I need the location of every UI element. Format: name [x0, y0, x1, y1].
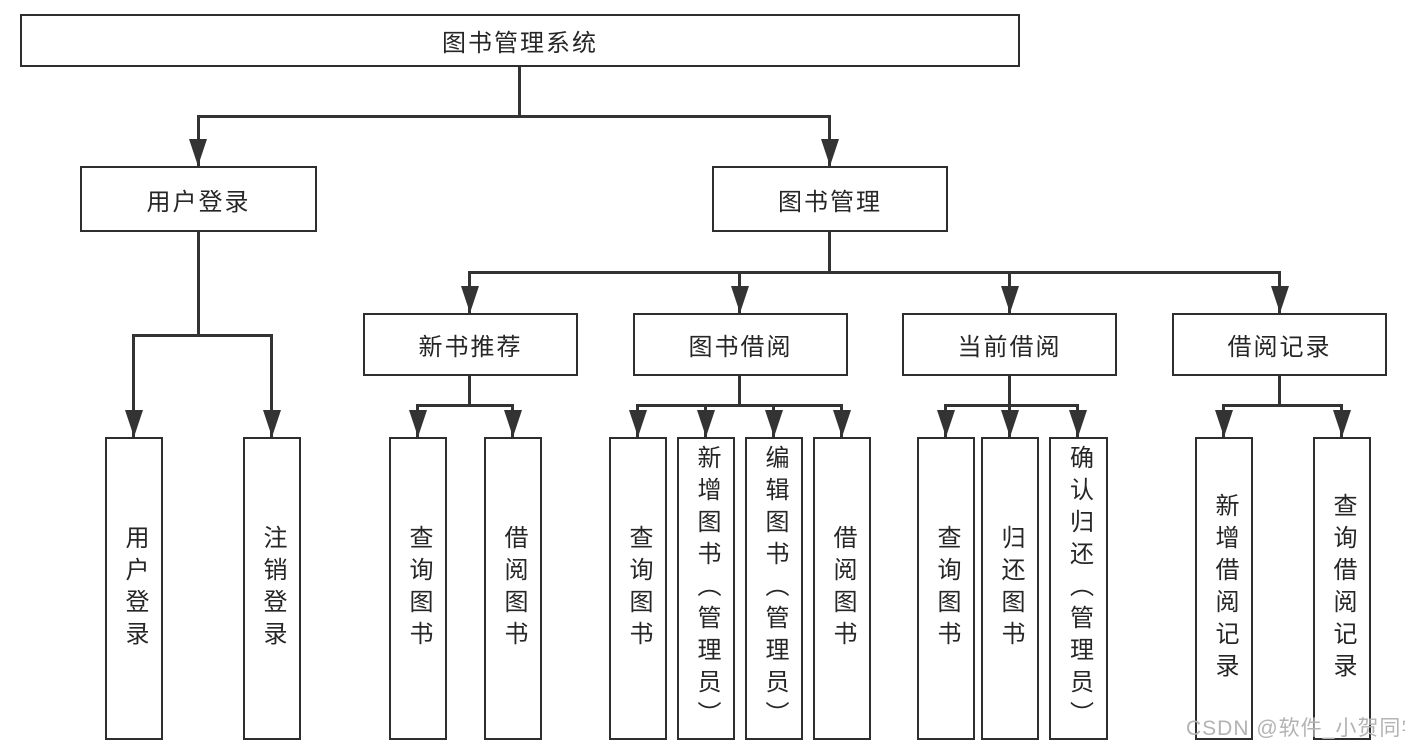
node-leaf-logout: 注销登录 — [243, 437, 301, 740]
arrow-down-icon — [1271, 286, 1289, 313]
arrow-down-icon — [461, 286, 479, 313]
node-leaf-add-borrow-record: 新增借阅记录 — [1195, 437, 1253, 740]
node-leaf-query-books-borrowing: 查询图书 — [609, 437, 667, 740]
arrow-down-icon — [629, 410, 647, 437]
arrow-down-icon — [833, 410, 851, 437]
leaf-label: 借阅图书 — [829, 524, 856, 653]
arrow-down-icon — [189, 139, 207, 166]
csdn-watermark: CSDN @软件_小贺同学 — [1186, 717, 1405, 740]
arrow-down-icon — [263, 410, 281, 437]
arrow-down-icon — [1333, 410, 1351, 437]
node-leaf-query-books-current: 查询图书 — [917, 437, 975, 740]
node-leaf-borrow-books-recommend: 借阅图书 — [484, 437, 542, 740]
connector-line — [197, 232, 200, 337]
node-leaf-query-books-recommend: 查询图书 — [389, 437, 447, 740]
connector-line — [132, 334, 135, 437]
node-book-management-branch: 图书管理 — [712, 166, 948, 232]
connector-line — [197, 115, 831, 118]
leaf-label: 新增借阅记录 — [1211, 492, 1238, 685]
arrow-down-icon — [504, 410, 522, 437]
connector-line — [636, 404, 843, 407]
arrow-down-icon — [1069, 410, 1087, 437]
leaf-label: 查询图书 — [933, 524, 960, 653]
arrow-down-icon — [697, 410, 715, 437]
node-leaf-query-borrow-record: 查询借阅记录 — [1313, 437, 1371, 740]
node-borrowing-records: 借阅记录 — [1172, 313, 1387, 376]
arrow-down-icon — [731, 286, 749, 313]
connector-line — [518, 67, 521, 118]
connector-line — [738, 376, 741, 407]
connector-line — [1278, 376, 1281, 407]
node-leaf-user-login: 用户登录 — [105, 437, 163, 740]
arrow-down-icon — [765, 410, 783, 437]
arrow-down-icon — [1001, 410, 1019, 437]
connector-line — [828, 232, 831, 274]
leaf-label: 归还图书 — [997, 524, 1024, 653]
node-leaf-confirm-return-admin: 确认归还（管理员） — [1049, 437, 1108, 740]
node-leaf-edit-books-admin: 编辑图书（管理员） — [745, 437, 803, 740]
leaf-label: 用户登录 — [121, 524, 148, 653]
node-current-borrowing: 当前借阅 — [902, 313, 1117, 376]
connector-line — [416, 404, 514, 407]
connector-line — [132, 334, 273, 337]
node-user-login-branch: 用户登录 — [80, 166, 317, 232]
arrow-down-icon — [937, 410, 955, 437]
leaf-label: 查询借阅记录 — [1329, 492, 1356, 685]
node-leaf-borrow-books: 借阅图书 — [813, 437, 871, 740]
node-book-borrowing: 图书借阅 — [633, 313, 848, 376]
arrow-down-icon — [1001, 286, 1019, 313]
node-leaf-add-books-admin: 新增图书（管理员） — [677, 437, 735, 740]
leaf-label: 注销登录 — [259, 524, 286, 653]
node-library-system: 图书管理系统 — [20, 14, 1020, 67]
leaf-label: 新增图书（管理员） — [693, 444, 720, 733]
arrow-down-icon — [409, 410, 427, 437]
leaf-label: 确认归还（管理员） — [1065, 444, 1093, 733]
node-leaf-return-books: 归还图书 — [981, 437, 1039, 740]
connector-line — [270, 334, 273, 437]
leaf-label: 借阅图书 — [500, 524, 527, 653]
connector-line — [468, 271, 1281, 274]
node-new-book-recommendation: 新书推荐 — [363, 313, 578, 376]
connector-line — [944, 404, 1079, 407]
leaf-label: 查询图书 — [625, 524, 652, 653]
arrow-down-icon — [1215, 410, 1233, 437]
arrow-down-icon — [821, 139, 839, 166]
connector-line — [468, 376, 471, 407]
connector-line — [1008, 376, 1011, 407]
connector-line — [1222, 404, 1343, 407]
leaf-label: 编辑图书（管理员） — [761, 444, 788, 733]
leaf-label: 查询图书 — [405, 524, 432, 653]
arrow-down-icon — [125, 410, 143, 437]
